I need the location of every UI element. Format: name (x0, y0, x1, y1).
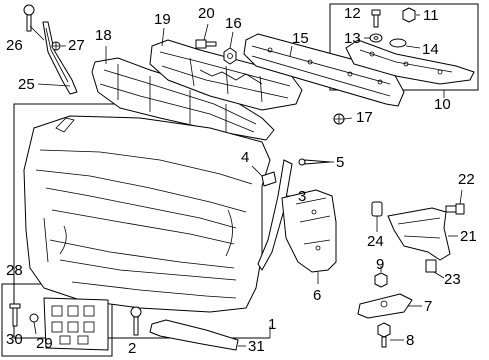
callout-23[interactable]: 23 (444, 271, 461, 288)
nut-9[interactable] (374, 272, 388, 288)
callout-24[interactable]: 24 (367, 233, 384, 250)
leader-15 (289, 45, 293, 57)
leader-19 (161, 27, 165, 47)
callout-20[interactable]: 20 (198, 5, 215, 22)
callout-14[interactable]: 14 (422, 41, 439, 58)
clip-24[interactable] (371, 201, 383, 228)
callout-28[interactable]: 28 (6, 262, 23, 279)
callout-17[interactable]: 17 (356, 109, 373, 126)
callout-26[interactable]: 26 (6, 37, 23, 54)
screw-29[interactable] (29, 313, 39, 335)
nut-16[interactable] (223, 47, 237, 65)
callout-31[interactable]: 31 (248, 338, 265, 355)
screw-12[interactable] (371, 9, 381, 28)
clip-4[interactable] (261, 171, 277, 187)
callout-22[interactable]: 22 (458, 171, 475, 188)
strip-25[interactable] (42, 21, 78, 95)
bumper-fascia-1[interactable] (23, 115, 271, 313)
screw-11[interactable] (402, 7, 416, 23)
callout-3[interactable]: 3 (298, 188, 307, 205)
leader-16 (229, 31, 234, 49)
license-bracket-28[interactable] (43, 297, 109, 351)
screw-30[interactable] (9, 303, 21, 327)
screw-2[interactable] (130, 306, 142, 336)
callout-9[interactable]: 9 (376, 256, 385, 273)
callout-12[interactable]: 12 (344, 5, 361, 22)
callout-1[interactable]: 1 (268, 316, 277, 333)
bracket-10[interactable] (345, 39, 475, 85)
callout-11[interactable]: 11 (423, 7, 439, 24)
callout-2[interactable]: 2 (128, 340, 137, 357)
callout-4[interactable]: 4 (241, 149, 250, 166)
callout-5[interactable]: 5 (336, 154, 345, 171)
absorber-18[interactable] (91, 57, 275, 141)
callout-25[interactable]: 25 (18, 76, 35, 93)
callout-6[interactable]: 6 (313, 287, 322, 304)
leader-23 (433, 271, 445, 279)
leader-22 (459, 189, 463, 205)
callout-13[interactable]: 13 (344, 30, 361, 47)
bolt-22[interactable] (445, 203, 465, 215)
bolt-8[interactable] (377, 322, 391, 348)
callout-10[interactable]: 10 (434, 96, 451, 113)
callout-30[interactable]: 30 (6, 331, 23, 348)
callout-18[interactable]: 18 (95, 27, 112, 44)
clip-17[interactable] (333, 113, 345, 125)
callout-7[interactable]: 7 (424, 298, 433, 315)
upper-bracket-frame (329, 3, 479, 91)
leader-14 (405, 45, 421, 49)
bracket-6[interactable] (281, 189, 337, 273)
leader-20 (203, 23, 209, 41)
callout-15[interactable]: 15 (292, 30, 309, 47)
callout-27[interactable]: 27 (68, 37, 85, 54)
screw-20[interactable] (195, 39, 217, 49)
clip-27[interactable] (51, 41, 61, 51)
bracket-7[interactable] (357, 293, 413, 319)
callout-29[interactable]: 29 (36, 335, 53, 352)
leader-26 (29, 25, 45, 41)
reinforcement-15[interactable] (243, 33, 405, 107)
screw-5[interactable] (298, 158, 331, 166)
screw-26[interactable] (23, 4, 35, 32)
support-21[interactable] (387, 207, 451, 261)
callout-19[interactable]: 19 (154, 11, 171, 28)
leader-4 (251, 165, 263, 177)
callout-21[interactable]: 21 (460, 228, 477, 245)
absorber-19[interactable] (149, 39, 303, 111)
clip-14[interactable] (389, 38, 407, 48)
leader-17 (343, 117, 353, 120)
nut-13[interactable] (369, 33, 383, 43)
callout-16[interactable]: 16 (225, 15, 242, 32)
molding-3[interactable] (257, 159, 293, 271)
callout-8[interactable]: 8 (406, 332, 415, 349)
leader-25 (37, 83, 71, 87)
clip-23[interactable] (425, 259, 437, 273)
strip-31[interactable] (149, 319, 239, 351)
